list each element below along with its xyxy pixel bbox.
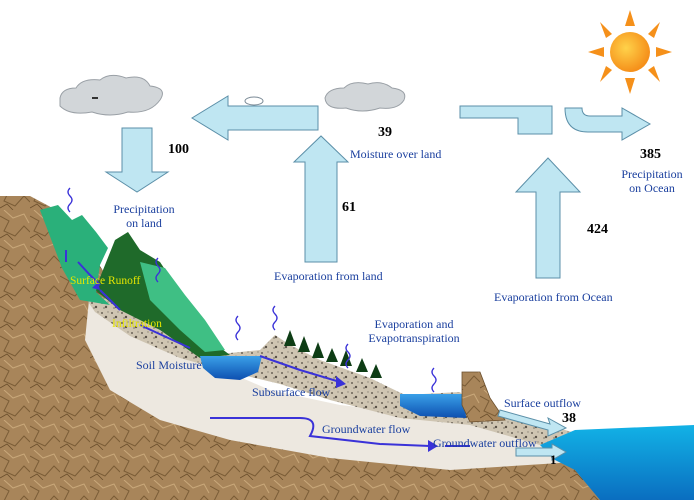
brown-ground — [0, 198, 694, 500]
groundwater-flow-label: Groundwater flow — [322, 422, 411, 436]
surface-outflow-value: 38 — [562, 411, 576, 426]
sun-icon — [588, 10, 672, 94]
evaporation-squiggle-icon — [67, 187, 437, 393]
moisture-over-land-label: Moisture over land — [350, 147, 442, 161]
cloud-icon — [59, 74, 163, 116]
precip-ocean-value: 385 — [640, 147, 661, 162]
reservoir — [400, 394, 466, 418]
infiltration-label: Infiltration — [112, 318, 162, 330]
arrow-icon — [104, 95, 652, 461]
evap-ocean-value: 424 — [587, 222, 608, 237]
groundwater-outflow-value: 1 — [550, 452, 557, 467]
flow-arrow-icon — [65, 250, 470, 447]
cloud-icon — [244, 96, 264, 106]
mountain-mid — [40, 205, 110, 305]
surface-outflow-label: Surface outflow — [504, 396, 581, 410]
precip-ocean-label: Precipitation on Ocean — [621, 167, 683, 195]
lake — [200, 356, 262, 380]
moisture-over-land-value: 39 — [378, 125, 392, 140]
evap-land-label: Evaporation from land — [274, 269, 383, 283]
precip-land-label: Precipitation on land — [113, 202, 175, 230]
cloud-icon — [324, 82, 406, 112]
dam — [461, 371, 506, 423]
subsurface-flow-label: Subsurface flow — [252, 385, 331, 399]
tree-icon — [284, 330, 382, 378]
evap-transp-label: Evaporation and Evapotranspiration — [368, 317, 460, 345]
groundwater-outflow-label: Groundwater outflow — [433, 436, 537, 450]
mountain-light — [140, 262, 225, 352]
flow-arrowhead-icon — [92, 282, 438, 452]
precip-land-value: 100 — [168, 142, 189, 157]
aquifer-layer — [85, 290, 575, 470]
surface-runoff-label: Surface Runoff — [70, 275, 141, 287]
ocean — [540, 425, 694, 500]
soil-moisture-label: Soil Moisture — [136, 358, 202, 372]
evap-ocean-label: Evaporation from Ocean — [494, 290, 613, 304]
evap-land-value: 61 — [342, 200, 356, 215]
